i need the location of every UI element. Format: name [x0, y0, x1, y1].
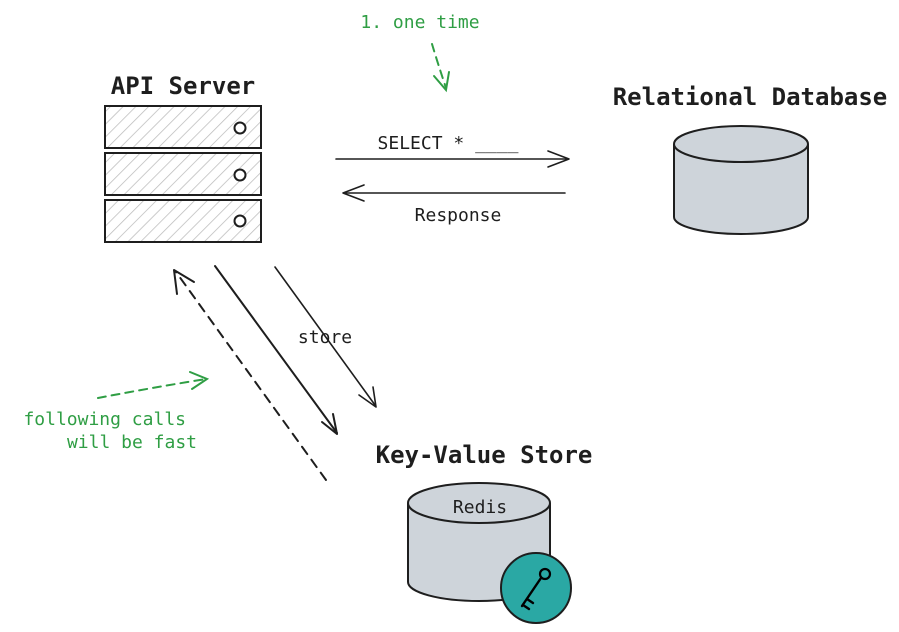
one-time-arrowhead	[433, 71, 450, 93]
one-time-note: 1. one time	[360, 12, 479, 33]
following-calls-annotation: following calls will be fast	[23, 371, 210, 453]
one-time-annotation: 1. one time	[360, 12, 480, 93]
cache-read-edge	[173, 269, 327, 481]
write-through-edge	[214, 265, 338, 435]
key-value-store-node: Key-Value Store Redis	[376, 441, 593, 624]
following-calls-note-line1: following calls	[23, 409, 186, 430]
relational-database-node: Relational Database	[613, 83, 888, 235]
following-calls-arrowhead	[189, 371, 210, 390]
response-label: Response	[415, 205, 502, 226]
api-server-title: API Server	[111, 72, 256, 100]
store-edge: store	[274, 266, 377, 408]
store-label: store	[298, 327, 352, 348]
query-label: SELECT * ____	[378, 133, 519, 154]
redis-label: Redis	[453, 497, 507, 518]
one-time-arrow	[431, 43, 447, 89]
server-rack-icon	[104, 105, 262, 243]
response-edge: Response	[342, 184, 566, 226]
query-edge: SELECT * ____	[335, 133, 570, 168]
api-server-node: API Server	[104, 72, 262, 243]
following-calls-note-line2: will be fast	[67, 432, 197, 453]
key-icon	[500, 552, 572, 624]
following-calls-arrow	[97, 378, 207, 399]
relational-database-title: Relational Database	[613, 83, 888, 111]
key-value-store-title: Key-Value Store	[376, 441, 593, 469]
database-cylinder-icon	[673, 125, 809, 235]
